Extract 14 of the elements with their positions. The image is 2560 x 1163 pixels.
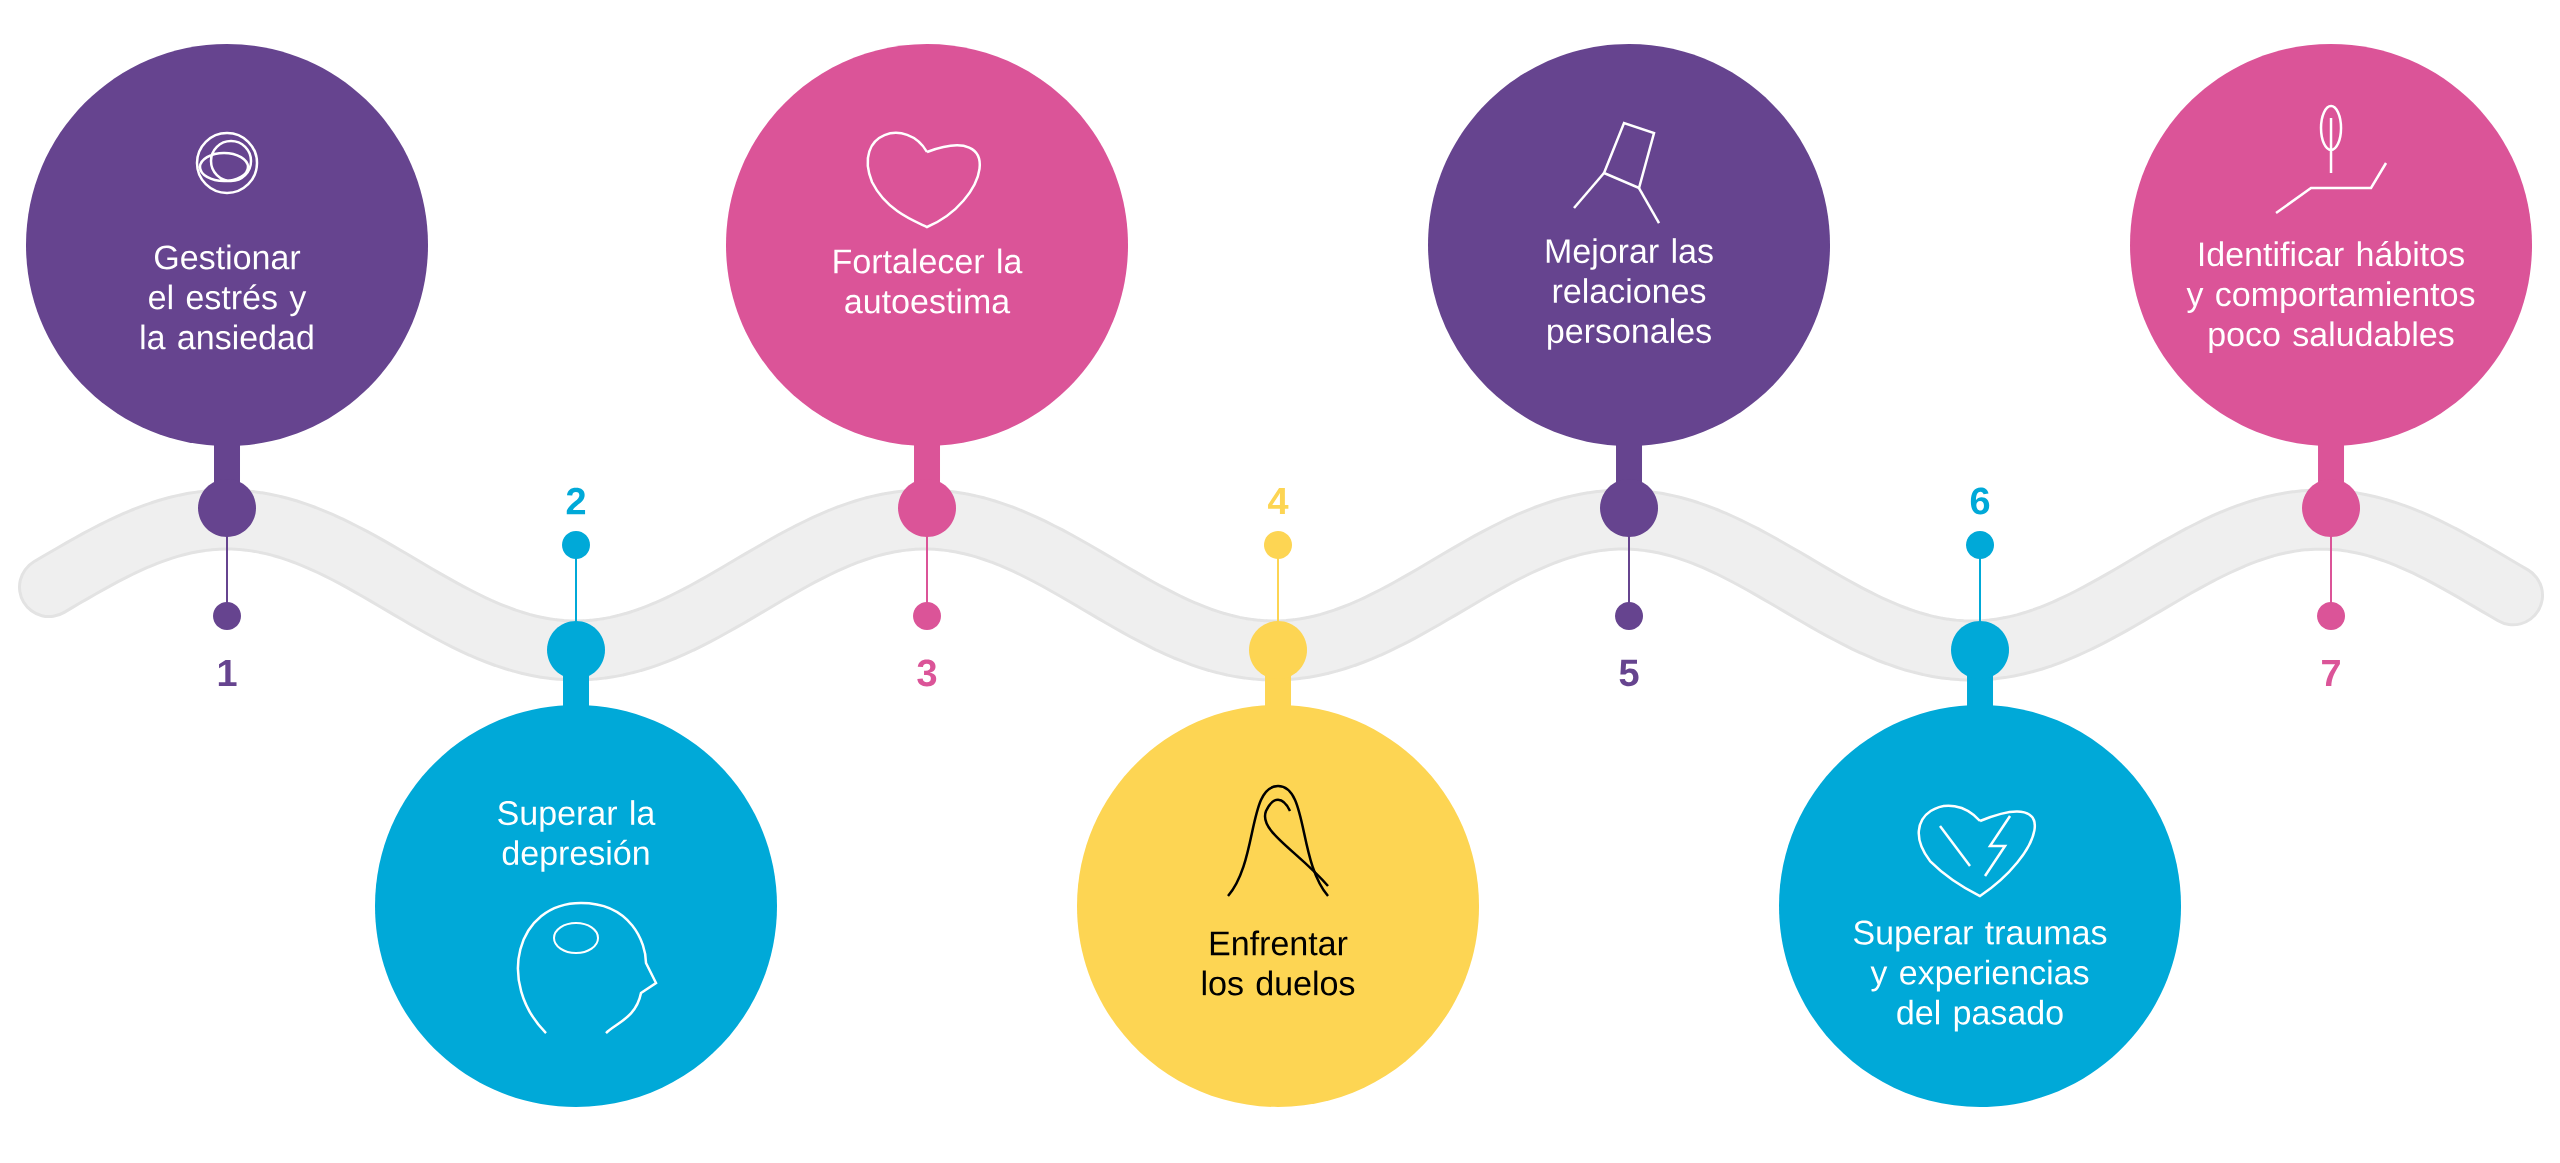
step-number: 4 xyxy=(1268,487,1289,515)
step-number: 1 xyxy=(218,659,237,687)
step-number: 3 xyxy=(917,659,937,687)
circle-bubble: Superar traumas y experiencias del pasado xyxy=(1779,621,2181,1107)
circle-bubble: Mejorar las relaciones personales xyxy=(1428,44,1830,537)
step-number: 2 xyxy=(566,487,586,515)
step-number: 5 xyxy=(1619,659,1639,687)
circle-bubble: Fortalecer la autoestima xyxy=(726,44,1128,537)
circle-bubble: Gestionar el estrés y la ansiedad xyxy=(26,44,428,537)
circle-bubble: Identificar hábitos y comportamientos poco saludables xyxy=(2130,44,2533,537)
circle-bubble: Superar la depresión xyxy=(375,621,777,1107)
step-number: 6 xyxy=(1970,487,1990,515)
step-number: 7 xyxy=(2322,659,2340,687)
circle-bubble: Enfrentar los duelos xyxy=(1077,621,1479,1107)
